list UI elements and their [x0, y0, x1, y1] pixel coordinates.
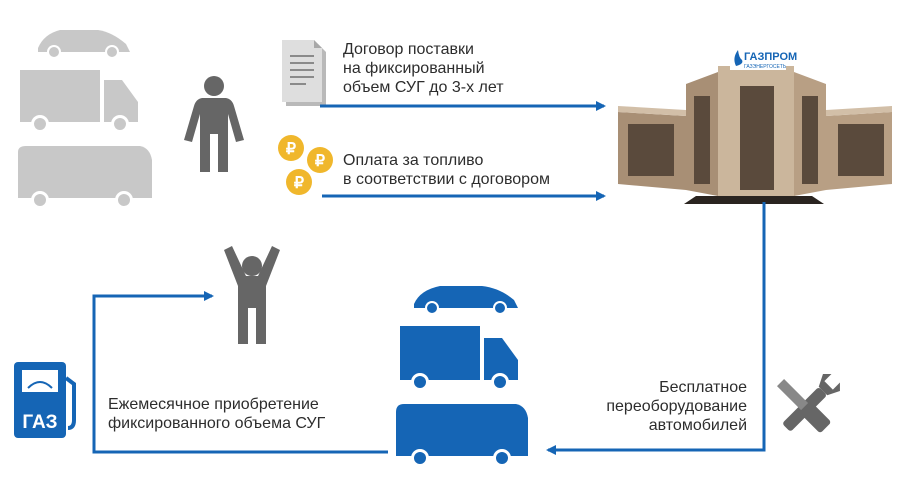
- conversion-label-line: автомобилей: [648, 417, 747, 434]
- conversion-label-line: переоборудование: [606, 398, 747, 415]
- gray-bus-icon: [18, 146, 152, 209]
- brand-name: ГАЗПРОМ: [744, 51, 797, 63]
- wrench-screwdriver-icon: [777, 374, 840, 433]
- gray-truck-icon: [20, 70, 138, 133]
- blue-car-icon: [414, 286, 518, 315]
- gas-pump-icon: ГАЗ: [14, 362, 76, 438]
- payment-label-line: Оплата за топливо: [343, 152, 484, 169]
- arrow-purchase: [92, 291, 388, 454]
- document-icon: [282, 40, 326, 106]
- conversion-label-line: Бесплатное: [659, 379, 747, 396]
- gray-car-icon: [38, 30, 130, 59]
- payment-label-line: в соответствии с договором: [343, 171, 550, 188]
- purchase-label-line: фиксированного объема СУГ: [108, 415, 326, 432]
- coin-symbol: ₽: [286, 141, 296, 158]
- flame-logo-icon: [734, 50, 743, 66]
- arrow-conversion: [546, 202, 766, 455]
- ruble-coin-icon: ₽ ₽ ₽: [278, 135, 333, 195]
- contract-label-line: Договор поставки: [343, 41, 474, 58]
- brand-subtitle: ГАЗЭНЕРГОСЕТЬ: [744, 64, 787, 70]
- contract-label-line: на фиксированный: [343, 60, 485, 77]
- flow-arrows: [92, 101, 766, 455]
- purchase-label: Ежемесячное приобретение фиксированного …: [108, 395, 325, 433]
- coin-symbol: ₽: [294, 175, 304, 192]
- pump-label: ГАЗ: [22, 412, 57, 433]
- contract-label: Договор поставки на фиксированный объем …: [343, 40, 504, 97]
- blue-truck-icon: [400, 326, 518, 391]
- building-icon: ГАЗПРОМ ГАЗЭНЕРГОСЕТЬ: [618, 48, 892, 204]
- payment-label: Оплата за топливо в соответствии с догов…: [343, 151, 550, 189]
- conversion-label: Бесплатное переоборудование автомобилей: [606, 378, 747, 435]
- purchase-label-line: Ежемесячное приобретение: [108, 396, 319, 413]
- coin-symbol: ₽: [315, 153, 325, 170]
- person-icon: [184, 76, 244, 172]
- person-cheering-icon: [224, 246, 280, 344]
- blue-bus-icon: [396, 404, 528, 467]
- contract-label-line: объем СУГ до 3-х лет: [343, 79, 504, 96]
